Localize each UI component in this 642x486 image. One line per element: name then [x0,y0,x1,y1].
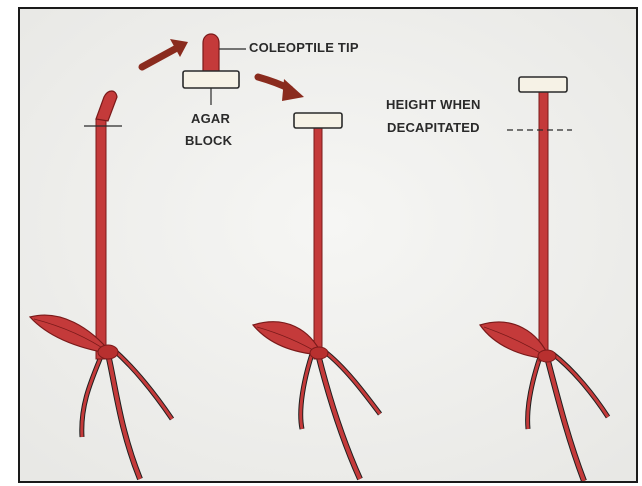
label-coleoptile-tip: COLEOPTILE TIP [249,40,359,55]
agar-block-on-stem [294,113,342,128]
diagram-frame: COLEOPTILE TIP AGAR BLOCK HEIGHT WHEN DE… [18,7,638,483]
agar-block-shape [183,71,239,88]
label-agar-line1: AGAR [191,111,230,126]
diagram-canvas [20,9,638,483]
label-height-line2: DECAPITATED [387,120,480,135]
agar-block-on-grown-stem [519,77,567,92]
label-height-line1: HEIGHT WHEN [386,97,481,112]
label-agar-line2: BLOCK [185,133,232,148]
